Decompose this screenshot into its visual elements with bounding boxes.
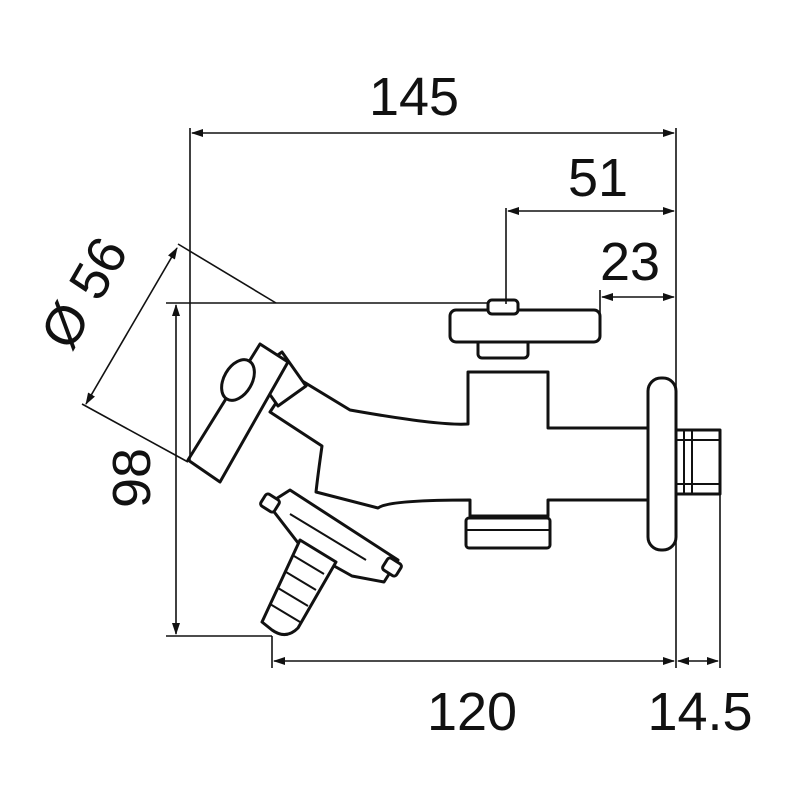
wall-flange xyxy=(646,376,678,552)
dim-label-23: 23 xyxy=(600,232,660,292)
handle-cap xyxy=(486,298,520,316)
dimension-lines xyxy=(81,128,721,668)
dim-label-98: 98 xyxy=(102,448,162,508)
hose-nut-bolt-left xyxy=(259,492,281,514)
thread-lines xyxy=(676,430,720,494)
hose-barb-ridges xyxy=(269,555,325,623)
dimension-labels: 145 51 23 Ø 56 98 120 14.5 xyxy=(29,67,752,742)
handwheel xyxy=(186,342,290,484)
dim-label-14-5: 14.5 xyxy=(647,682,752,742)
valve-body xyxy=(268,370,650,518)
outlet-nipple xyxy=(464,516,552,550)
hose-nut-inner xyxy=(289,513,367,561)
dim-line-diameter xyxy=(85,247,178,405)
dim-label-51: 51 xyxy=(568,148,628,208)
top-handle xyxy=(448,308,602,344)
handwheel-hub xyxy=(220,358,256,402)
dim-label-120: 120 xyxy=(427,682,517,742)
faucet-body xyxy=(186,298,722,636)
dim-label-145: 145 xyxy=(369,67,459,127)
hose-nut-bolt-right xyxy=(381,556,403,578)
